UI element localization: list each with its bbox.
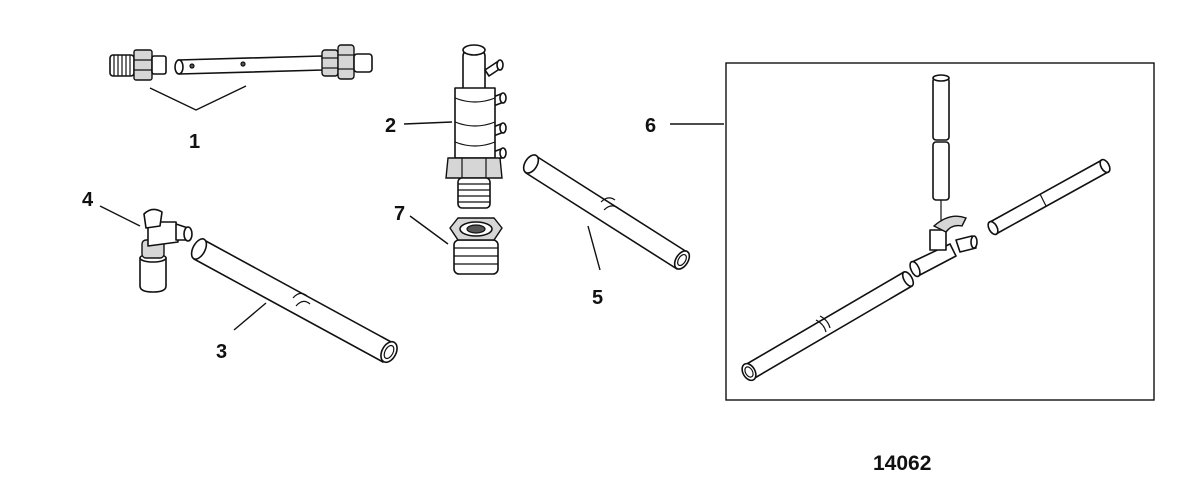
part-1-fitting-and-rod	[109, 44, 373, 111]
callout-3-leader	[233, 302, 267, 331]
part-1-fitting	[109, 49, 167, 81]
part-6-frame	[725, 62, 1155, 401]
part-7-bushing	[409, 215, 503, 275]
part-3-hose	[190, 238, 398, 364]
callout-2: 2	[385, 115, 396, 137]
part-1-rod	[174, 44, 373, 80]
callout-5: 5	[592, 287, 603, 309]
callout-7: 7	[394, 203, 405, 225]
part-2-manifold	[403, 44, 507, 209]
callout-3: 3	[216, 341, 227, 363]
part-5-hose	[522, 154, 691, 271]
callout-6: 6	[645, 115, 656, 137]
callout-1-leader	[149, 85, 247, 111]
callout-1: 1	[189, 131, 200, 153]
callout-5-leader	[587, 225, 601, 271]
part-4-elbow	[99, 205, 193, 293]
callout-4-leader	[99, 205, 141, 227]
callout-2-leader	[403, 121, 453, 125]
part-6-hose-kit	[670, 62, 1155, 401]
callout-7-leader	[409, 215, 449, 245]
figure-number: 14062	[873, 452, 931, 475]
callout-4: 4	[82, 189, 94, 211]
